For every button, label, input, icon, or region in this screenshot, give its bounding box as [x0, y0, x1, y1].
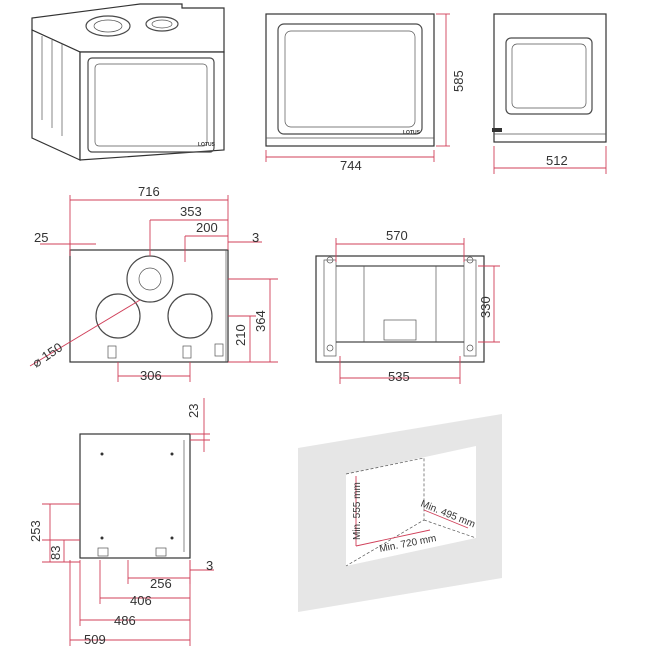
dim-top-c: 3	[252, 230, 259, 245]
dim-top-overall: 716	[138, 184, 160, 199]
dim-top-a: 353	[180, 204, 202, 219]
dim-rear-left-b: 83	[48, 546, 63, 560]
dim-rear-left-a: 253	[28, 520, 43, 542]
dim-rear-b1: 256	[150, 576, 172, 591]
niche-view: Min. 555 mm Min. 720 mm Min. 495 mm	[298, 414, 502, 612]
dim-rear-top: 23	[186, 404, 201, 418]
section-view: 570 330 535	[315, 228, 500, 384]
side-view: 512	[492, 13, 607, 174]
dim-rear-b1-small: 3	[206, 558, 213, 573]
dim-top-b: 200	[196, 220, 218, 235]
dim-section-height: 330	[478, 296, 493, 318]
dim-top-f: 210	[233, 324, 248, 346]
dim-section-width: 570	[386, 228, 408, 243]
brand-label-iso: LOTUS	[198, 142, 216, 148]
dim-top-left: 25	[34, 230, 48, 245]
top-view: 716 353 200 3 25 ⌀ 150 306 364 210	[29, 184, 278, 383]
dim-front-width: 744	[340, 158, 362, 173]
brand-label-front: LOTUS	[403, 130, 421, 136]
isometric-view: LOTUS	[31, 3, 225, 161]
dim-rear-b3: 486	[114, 613, 136, 628]
dim-rear-b2: 406	[130, 593, 152, 608]
niche-min-height: Min. 555 mm	[352, 482, 363, 540]
rear-view: 23 253 83 256 3 406 486 509	[28, 398, 214, 647]
dim-top-e: 364	[253, 310, 268, 332]
dim-front-height: 585	[451, 70, 466, 92]
dim-top-flue: ⌀ 150	[29, 340, 65, 371]
dim-section-bottom: 535	[388, 369, 410, 384]
front-view: LOTUS 744 585	[265, 13, 466, 173]
dim-side-depth: 512	[546, 153, 568, 168]
dim-top-d: 306	[140, 368, 162, 383]
dim-rear-b4: 509	[84, 632, 106, 647]
